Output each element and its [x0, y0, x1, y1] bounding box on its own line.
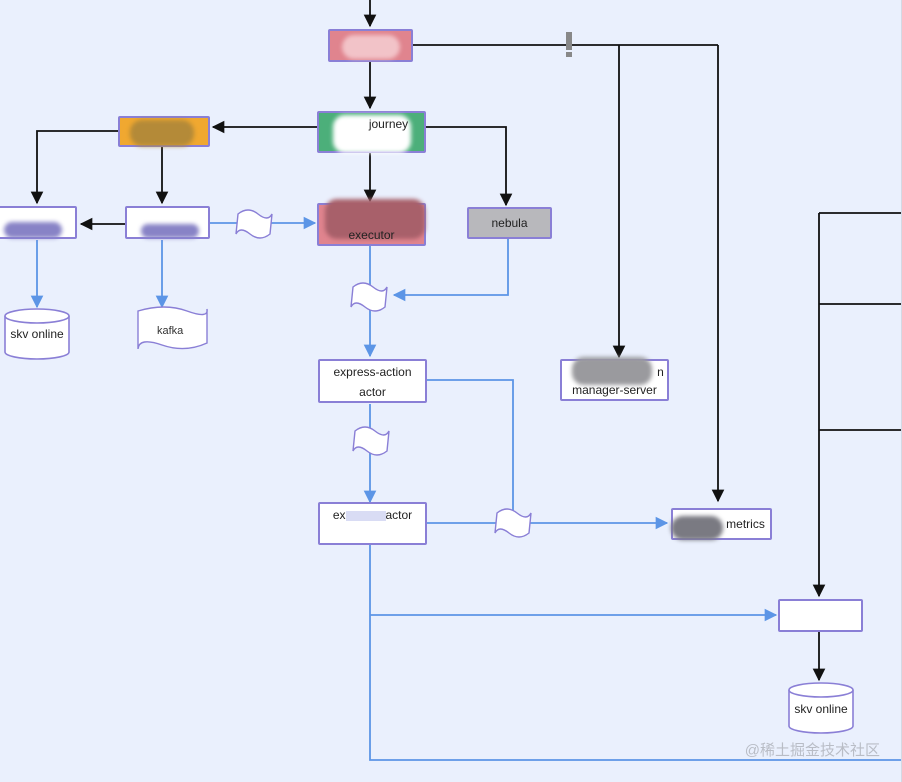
ex-actor-node[interactable]: ex actor [318, 502, 427, 545]
kafka-symbol [137, 306, 208, 350]
queue-symbol-eaa [352, 426, 390, 456]
queue-symbol-executor [350, 282, 388, 312]
edge-exactor-down [369, 545, 902, 761]
metrics-node[interactable]: metrics [671, 508, 772, 540]
top-node[interactable] [328, 29, 413, 62]
journey-node[interactable]: journey [317, 111, 426, 153]
queue-symbol-left [235, 209, 273, 239]
ex-actor-suffix: actor [385, 508, 413, 522]
orange-node[interactable] [118, 116, 210, 147]
skv-right-cylinder [788, 682, 854, 734]
nebula-node[interactable]: nebula [467, 207, 552, 239]
edge-journey-to-nebula [426, 126, 513, 207]
edge-orange-to-left1 [30, 130, 118, 205]
right-node[interactable] [778, 599, 863, 632]
edge-eaa-to-metrics [427, 379, 514, 523]
executor-node[interactable]: executor [317, 199, 426, 246]
warning-marker [566, 32, 572, 50]
kafka-label: kafka [157, 325, 184, 337]
skv-left-label: skv online [10, 327, 64, 341]
ex-actor-prefix: ex [332, 508, 346, 522]
left-node-1[interactable] [0, 206, 77, 239]
edge-nebula-to-queue [392, 239, 509, 302]
watermark: @稀土掘金技术社区 [744, 742, 880, 759]
skv-left-cylinder [4, 308, 70, 360]
ex-actor-redacted [345, 510, 386, 521]
manager-server-node[interactable]: n manager-server [560, 357, 669, 401]
left-node-2[interactable] [125, 206, 210, 239]
queue-symbol-metrics [494, 508, 532, 538]
skv-right-label: skv online [794, 702, 848, 716]
express-action-actor-node[interactable]: express-action actor [318, 359, 427, 403]
